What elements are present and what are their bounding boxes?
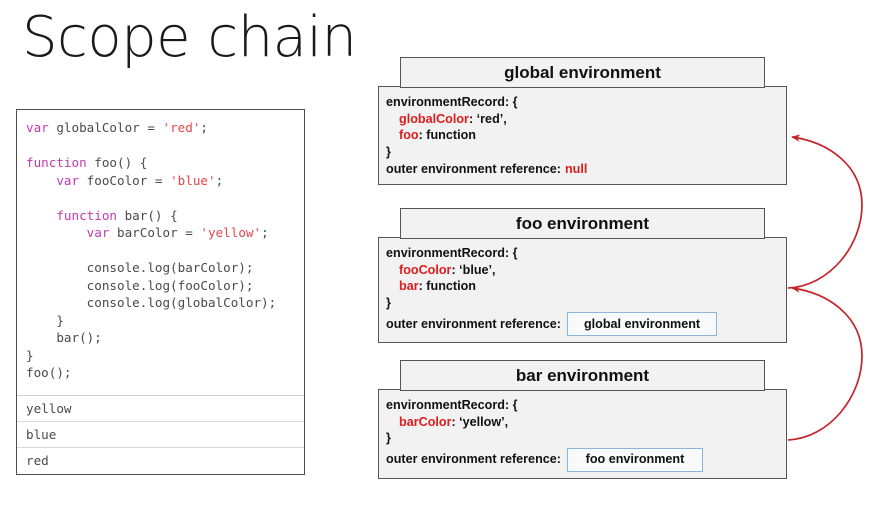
code-token: [26, 225, 87, 240]
code-line: console.log(barColor);: [26, 259, 304, 277]
record-key: foo: [399, 128, 419, 142]
bar-environment-body: environmentRecord: { barColor: ‘yellow’,}…: [378, 389, 787, 479]
foo-environment-body: environmentRecord: {fooColor: ‘blue’,bar…: [378, 237, 787, 343]
code-token: ;: [215, 172, 224, 188]
environment-record-label: environmentRecord: {: [386, 246, 518, 260]
outer-reference-value: null: [564, 162, 588, 176]
code-line: var fooColor = 'blue';: [26, 172, 304, 190]
environment-record-label: environmentRecord: {: [386, 95, 518, 109]
code-token: foo();: [26, 365, 72, 380]
environment-record-close: }: [386, 144, 391, 159]
outer-reference-chip[interactable]: global environment: [566, 312, 718, 336]
outer-environment-reference: outer environment reference:null: [386, 161, 786, 178]
code-line: }: [26, 347, 304, 365]
code-listing: var globalColor = 'red'; function foo() …: [17, 110, 304, 382]
code-line: function bar() {: [26, 207, 304, 225]
code-token: var: [86, 225, 110, 240]
code-line: console.log(globalColor);: [26, 294, 304, 312]
code-token: function: [26, 155, 87, 170]
code-token: var: [26, 120, 49, 135]
record-key: bar: [399, 279, 419, 293]
record-value: : function: [418, 279, 476, 293]
outer-environment-reference: outer environment reference: foo environm…: [386, 447, 786, 472]
code-line: console.log(fooColor);: [26, 277, 304, 295]
bar-environment-header: bar environment: [400, 360, 765, 391]
code-line: [26, 242, 304, 260]
code-token: }: [26, 347, 34, 363]
outer-reference-label: outer environment reference:: [386, 316, 561, 331]
code-line: [26, 189, 304, 207]
environment-record-entry: fooColor: ‘blue’,: [386, 262, 786, 279]
code-token: fooColor =: [79, 172, 171, 188]
code-token: function: [56, 207, 118, 223]
environment-record-close: }: [386, 431, 391, 445]
outer-environment-reference: outer environment reference: global envir…: [386, 312, 786, 336]
outer-reference-chip[interactable]: foo environment: [566, 447, 703, 472]
code-line: foo();: [26, 364, 304, 382]
record-key: barColor: [399, 414, 452, 429]
code-line: var globalColor = 'red';: [26, 119, 304, 137]
environment-record-entry: foo: function: [386, 127, 786, 144]
record-key: globalColor: [399, 111, 469, 126]
environment-record-entry: barColor: ‘yellow’,: [386, 414, 786, 431]
code-token: bar() {: [117, 207, 178, 223]
console-output-row: blue: [17, 422, 304, 448]
code-panel: var globalColor = 'red'; function foo() …: [16, 109, 305, 475]
code-line: var barColor = 'yellow';: [26, 224, 304, 242]
code-line: bar();: [26, 329, 304, 347]
global-environment-header: global environment: [400, 57, 765, 88]
global-environment-body: environmentRecord: {globalColor: ‘red’,f…: [378, 86, 787, 185]
code-token: bar();: [26, 330, 102, 345]
code-token: var: [56, 172, 80, 188]
environment-record-entry: globalColor: ‘red’,: [386, 111, 786, 128]
code-token: 'red': [162, 120, 201, 135]
console-output-row: red: [26, 453, 49, 468]
code-token: console.log(barColor);: [26, 260, 254, 275]
environment-record-label: environmentRecord: {: [386, 398, 518, 412]
environment-record-entry: bar: function: [386, 278, 786, 295]
record-value: : ‘yellow’,: [451, 414, 509, 429]
code-line: [26, 137, 304, 155]
code-token: console.log(fooColor);: [26, 277, 254, 293]
code-token: barColor =: [109, 225, 201, 240]
console-output-row: yellow: [17, 396, 304, 422]
page-title: Scope chain: [22, 5, 357, 70]
bar-to-foo-arrow: [787, 285, 863, 441]
record-value: : ‘blue’,: [451, 262, 496, 277]
record-value: : function: [418, 128, 476, 142]
code-token: [26, 208, 56, 223]
foo-to-global-arrow: [787, 134, 863, 289]
code-token: ;: [200, 120, 208, 135]
code-token: foo() {: [86, 155, 148, 170]
code-token: globalColor =: [48, 120, 163, 135]
outer-reference-label: outer environment reference:: [386, 452, 561, 467]
environment-record-close: }: [386, 295, 391, 310]
code-token: }: [26, 312, 64, 328]
code-token: 'yellow': [200, 225, 262, 240]
code-token: ;: [261, 225, 269, 240]
foo-environment-header: foo environment: [400, 208, 765, 239]
code-line: }: [26, 312, 304, 330]
code-token: [26, 173, 56, 188]
outer-reference-label: outer environment reference:: [386, 162, 561, 176]
record-value: : ‘red’,: [468, 111, 507, 126]
record-key: fooColor: [399, 262, 452, 277]
code-token: 'blue': [170, 172, 216, 188]
code-token: console.log(globalColor);: [26, 295, 277, 310]
code-line: function foo() {: [26, 154, 304, 172]
